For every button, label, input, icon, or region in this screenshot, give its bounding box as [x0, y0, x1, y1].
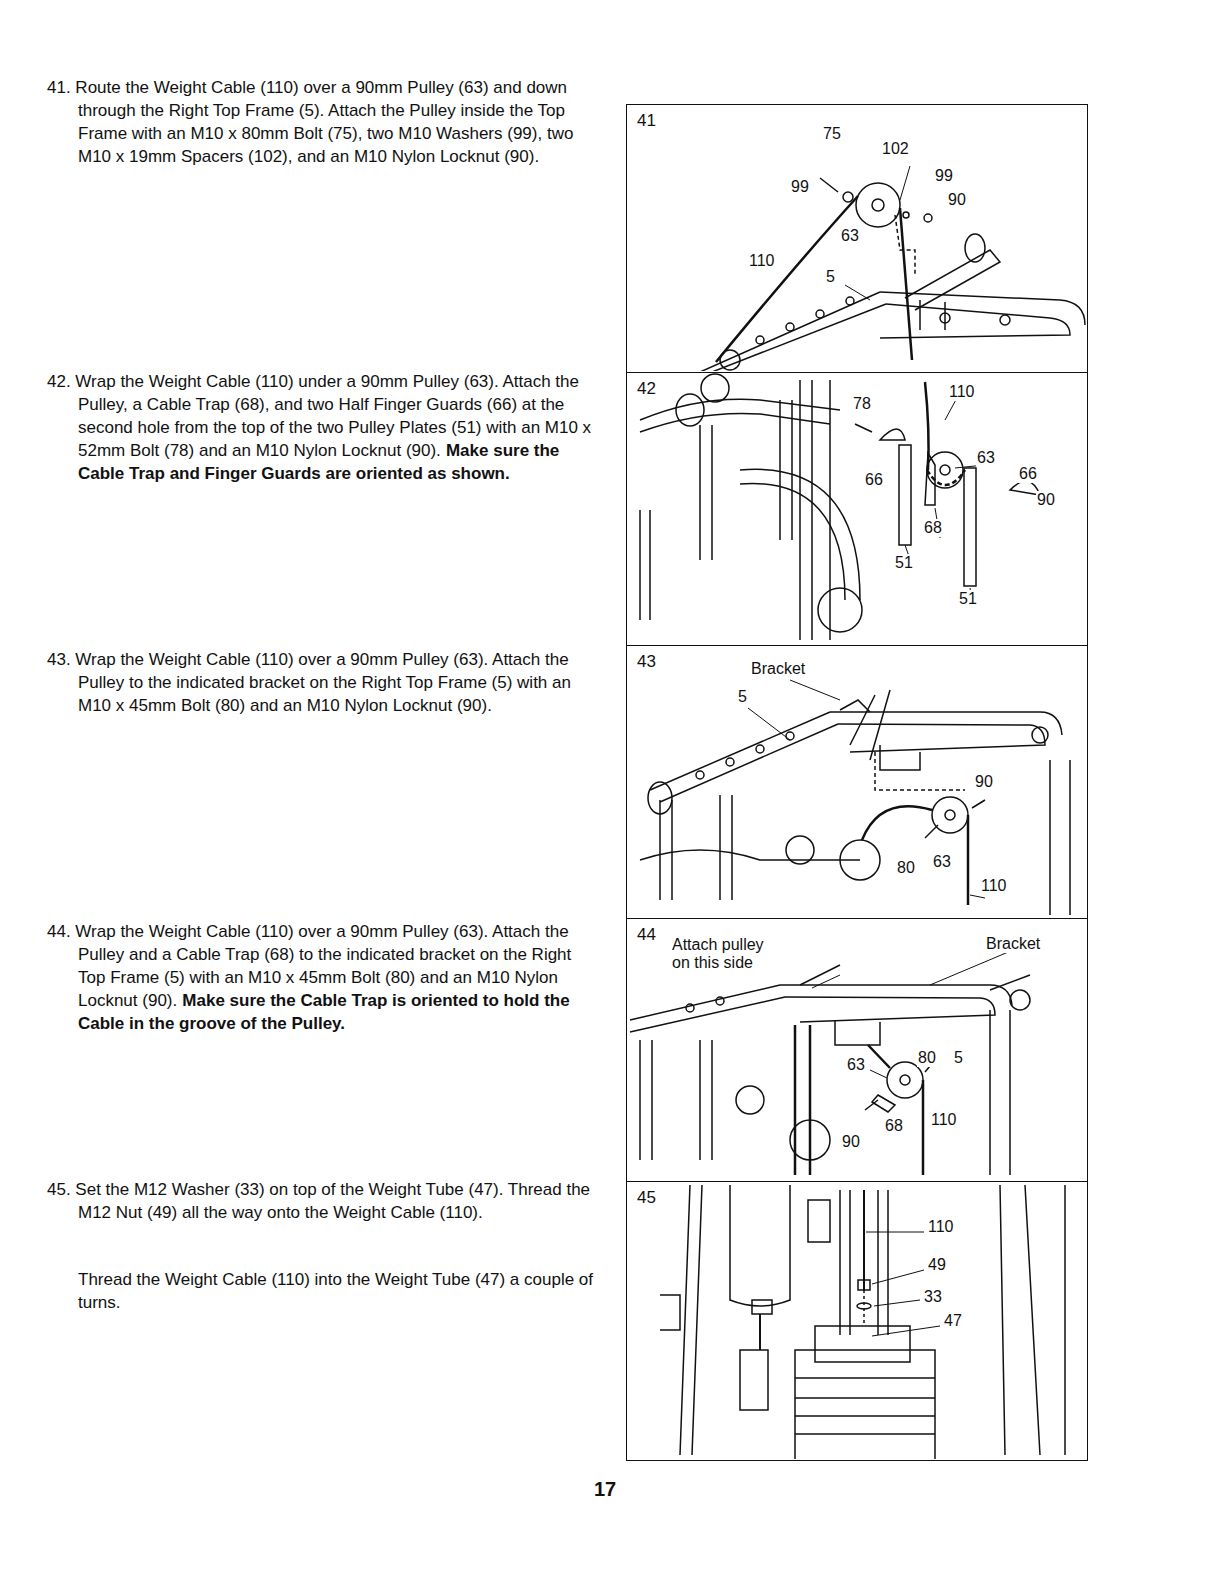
callout-number: 90: [947, 191, 967, 209]
instruction-text: 41. Route the Weight Cable (110) over a …: [47, 76, 602, 168]
callout-number: 110: [748, 252, 776, 270]
callout-number: 68: [923, 519, 943, 537]
frame-drawing: [700, 178, 1085, 371]
top-frame-drawing: [630, 965, 1030, 1175]
step-number: 44: [637, 925, 656, 945]
callout-number: 110: [930, 1111, 958, 1129]
callout-number: 63: [976, 449, 996, 467]
step-number: 42: [637, 379, 656, 399]
callout-number: 110: [948, 383, 976, 401]
instruction-text: 45. Set the M12 Washer (33) on top of th…: [47, 1178, 602, 1224]
callout-number: 63: [932, 853, 952, 871]
instruction-text: 41. Route the Weight Cable (110) over a …: [47, 78, 573, 166]
callout-text: Bracket: [985, 935, 1041, 953]
callout-number: 80: [896, 859, 916, 877]
page-number: 17: [594, 1478, 616, 1501]
callout-number: 66: [864, 471, 884, 489]
step-number: 43: [637, 652, 656, 672]
callout-number: 49: [927, 1256, 947, 1274]
instruction-text: 43. Wrap the Weight Cable (110) over a 9…: [47, 650, 571, 715]
callout-number: 102: [881, 140, 910, 158]
callout-number: 5: [953, 1049, 964, 1067]
callout-text: Bracket: [750, 660, 806, 678]
instruction-text: 44. Wrap the Weight Cable (110) over a 9…: [47, 920, 602, 1035]
weight-stack-drawing: [660, 1185, 1065, 1459]
callout-number: 5: [825, 268, 836, 286]
step-number: 41: [637, 111, 656, 131]
callout-number: 33: [923, 1288, 943, 1306]
callout-number: 99: [790, 178, 810, 196]
instruction-text: 43. Wrap the Weight Cable (110) over a 9…: [47, 648, 602, 717]
callout-number: 66: [1018, 465, 1038, 483]
pulley-plate-drawing: [640, 374, 1045, 640]
callout-number: 51: [958, 590, 978, 608]
callout-text: Attach pulley on this side: [671, 936, 785, 972]
callout-number: 90: [841, 1133, 861, 1151]
figure-panel: 43: [626, 645, 1088, 919]
callout-number: 47: [943, 1312, 963, 1330]
callout-number: 99: [934, 167, 954, 185]
callout-number: 63: [846, 1056, 866, 1074]
leader-lines: [748, 166, 1013, 1336]
callout-number: 5: [737, 688, 748, 706]
callout-number: 110: [927, 1218, 955, 1236]
callout-number: 90: [974, 773, 994, 791]
instruction-text: Thread the Weight Cable (110) into the W…: [78, 1270, 593, 1312]
callout-number: 51: [894, 554, 914, 572]
instruction-text: 42. Wrap the Weight Cable (110) under a …: [47, 370, 602, 485]
step-number: 45: [637, 1188, 656, 1208]
callout-number: 63: [840, 227, 860, 245]
callout-number: 75: [822, 125, 842, 143]
figure-panel: 45: [626, 1181, 1088, 1461]
callout-number: 78: [852, 395, 872, 413]
callout-number: 80: [917, 1049, 937, 1067]
callout-number: 110: [980, 877, 1008, 895]
instruction-text: Thread the Weight Cable (110) into the W…: [78, 1268, 602, 1314]
callout-number: 68: [884, 1117, 904, 1135]
instruction-text: 45. Set the M12 Washer (33) on top of th…: [47, 1180, 590, 1222]
figure-panel: 42: [626, 372, 1088, 646]
top-frame-drawing: [640, 690, 1070, 915]
callout-number: 90: [1036, 491, 1056, 509]
